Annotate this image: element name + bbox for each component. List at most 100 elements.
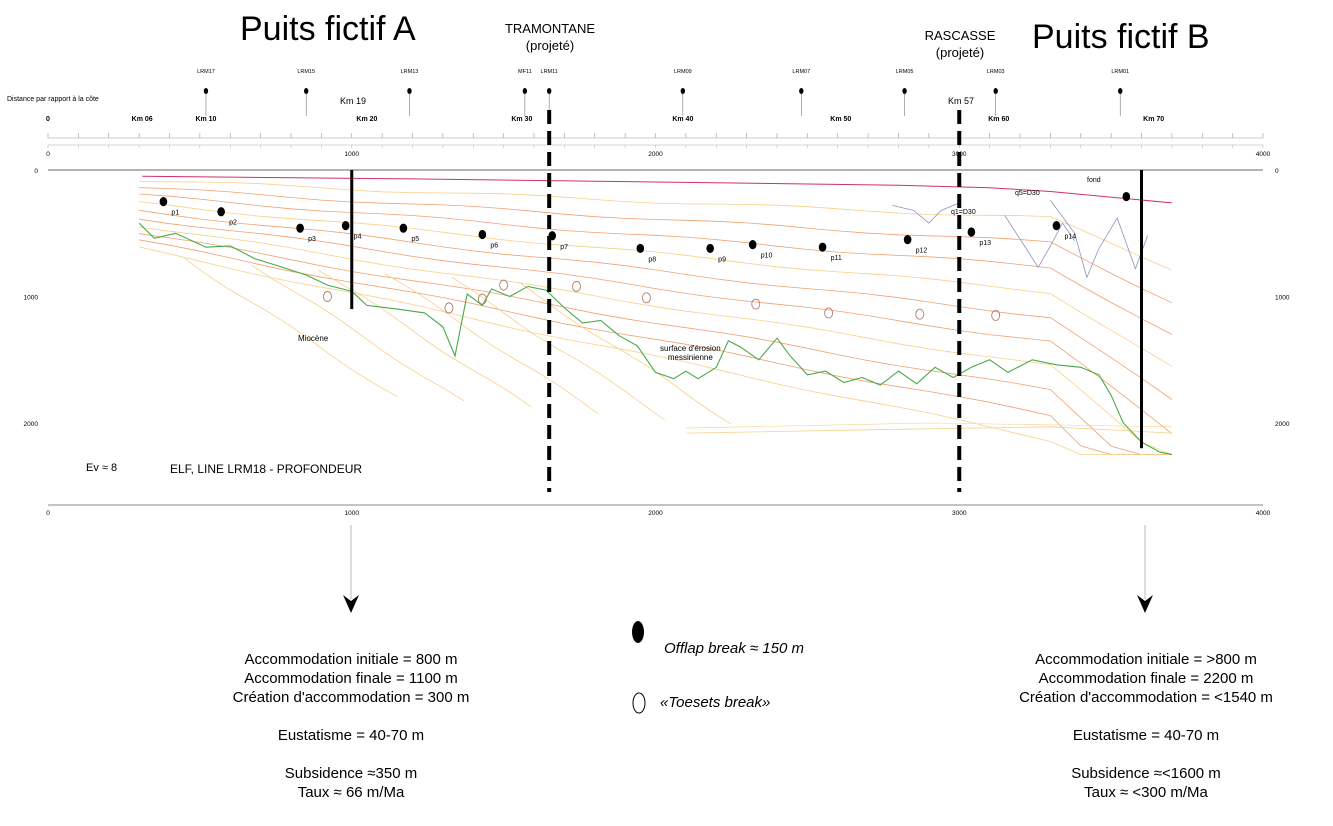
offlap-point-label: p14 — [1064, 234, 1076, 241]
km-mark-label: Km 10 — [195, 116, 216, 123]
km19-label: Km 19 — [340, 96, 367, 106]
tramontane-label: TRAMONTANE (projeté) — [490, 20, 610, 54]
canyon-outline — [1004, 215, 1076, 269]
offlap-point-label: p9 — [718, 256, 726, 263]
well-b-eustatism: Eustatisme = 40-70 m — [1072, 727, 1220, 744]
offlap-break-point — [818, 242, 827, 252]
horizon-line — [139, 201, 1173, 367]
clinoform-line — [518, 281, 732, 425]
line-label: ELF, LINE LRM18 - PROFONDEUR — [170, 462, 363, 476]
offlap-point-label: p2 — [229, 220, 237, 227]
deep-reflector — [685, 422, 1172, 429]
toeset-legend-icon — [632, 692, 646, 714]
well-b-subsidence: Subsidence ≈<1600 m — [1071, 765, 1221, 782]
well-marker-dot — [303, 88, 309, 94]
offlap-break-point — [636, 243, 645, 254]
arrow-head-icon — [1137, 595, 1153, 613]
horizon-line — [139, 233, 1172, 455]
offlap-break-point — [217, 207, 225, 217]
well-a-subsidence: Subsidence ≈350 m — [284, 765, 418, 782]
well-a-acc-creation: Création d'accommodation = 300 m — [232, 689, 470, 706]
well-b-acc-creation: Création d'accommodation = <1540 m — [1019, 689, 1273, 706]
offlap-break-point — [548, 231, 557, 241]
clinoform-line — [385, 273, 599, 415]
km57-label: Km 57 — [948, 96, 975, 106]
offlap-legend-icon — [632, 621, 644, 643]
horizon-line — [139, 209, 1173, 400]
horizon-lines — [138, 175, 1173, 456]
offlap-break-point — [341, 221, 350, 231]
x-axis-tick-label: 0 — [46, 510, 50, 517]
toeset-break-point — [641, 292, 651, 304]
toeset-break-point — [915, 308, 925, 320]
well-marker-label: MF11 — [518, 69, 532, 75]
horizon-line — [139, 226, 1173, 455]
vertical-exaggeration: Ev ≈ 8 — [86, 462, 118, 474]
horizon-line — [139, 246, 1172, 455]
toeset-break-point — [824, 307, 834, 319]
offlap-break-point — [706, 243, 714, 254]
offlap-break-point — [296, 223, 304, 233]
well-a-info: Accommodation initiale = 800 m Accommoda… — [176, 650, 526, 802]
offlap-point-label: p8 — [648, 256, 656, 263]
km-mark-label: Km 30 — [511, 116, 532, 123]
offlap-break-point — [903, 234, 912, 245]
well-b-title: Puits fictif B — [1032, 18, 1210, 56]
well-a-title: Puits fictif A — [240, 10, 416, 48]
offlap-break-point — [1052, 221, 1061, 231]
y-axis-tick-label: 0 — [1275, 168, 1279, 175]
clinoform-line — [451, 277, 665, 421]
erosion-surface-label: surface d'érosion messinienne — [660, 344, 721, 362]
well-a-arrow — [343, 525, 359, 613]
distance-label: Distance par rapport à la côte — [7, 96, 99, 103]
clinoform-line — [318, 270, 532, 408]
well-b-arrow — [1137, 525, 1153, 613]
well-marker-label: LRM07 — [792, 69, 810, 75]
clinoform-line — [251, 264, 465, 402]
offlap-break-point — [967, 227, 976, 237]
messinian-surface-line — [138, 222, 1173, 456]
clinoform-line — [184, 258, 398, 398]
q5-label: q5=D30 — [1015, 190, 1040, 197]
well-b-spacer — [966, 745, 1326, 764]
rascasse-label: RASCASSE (projeté) — [900, 27, 1020, 61]
well-marker-label: LRM05 — [896, 69, 914, 75]
well-marker-dot — [407, 88, 412, 94]
well-a-acc-initial: Accommodation initiale = 800 m — [244, 651, 458, 668]
offlap-break-point — [159, 197, 168, 207]
horizon-line — [139, 187, 1173, 304]
deep-reflector — [685, 426, 1172, 434]
rascasse-name: RASCASSE — [924, 28, 996, 43]
tramontane-name: TRAMONTANE — [504, 21, 596, 36]
well-marker-label: LRM09 — [674, 69, 692, 75]
tramontane-projected: (projeté) — [525, 38, 575, 53]
section-axes: 0100020003000400001000200030004000001000… — [24, 144, 1290, 517]
offlap-point-label: p1 — [171, 210, 179, 217]
offlap-legend-label: Offlap break ≈ 150 m — [664, 640, 804, 657]
well-b-acc-final: Accommodation finale = 2200 m — [1038, 670, 1254, 687]
well-marker-label: LRM13 — [401, 69, 419, 75]
y-axis-tick-label: 0 — [34, 168, 38, 175]
offlap-point-label: p4 — [354, 234, 362, 241]
horizon-line — [139, 193, 1173, 335]
well-marker-dot — [546, 88, 552, 94]
offlap-point-label: p10 — [761, 253, 773, 260]
well-marker-label: LRM15 — [297, 69, 315, 75]
canyon-outline — [892, 202, 960, 224]
well-b-spacer — [966, 707, 1326, 726]
rascasse-projected: (projeté) — [935, 45, 985, 60]
arrow-head-icon — [343, 595, 359, 613]
x-axis-tick-label: 1000 — [345, 510, 360, 517]
x-axis-tick-label: 2000 — [648, 151, 663, 158]
well-a-spacer — [176, 745, 526, 764]
toeset-break-point — [323, 291, 332, 302]
offlap-point-label: p3 — [308, 236, 316, 243]
offlap-break-point — [478, 229, 487, 240]
x-axis-tick-label: 4000 — [1256, 151, 1271, 158]
erosion-line-1: surface d'érosion — [660, 344, 721, 353]
km-mark-label: Km 50 — [830, 116, 851, 123]
x-axis-tick-label: 2000 — [648, 510, 663, 517]
